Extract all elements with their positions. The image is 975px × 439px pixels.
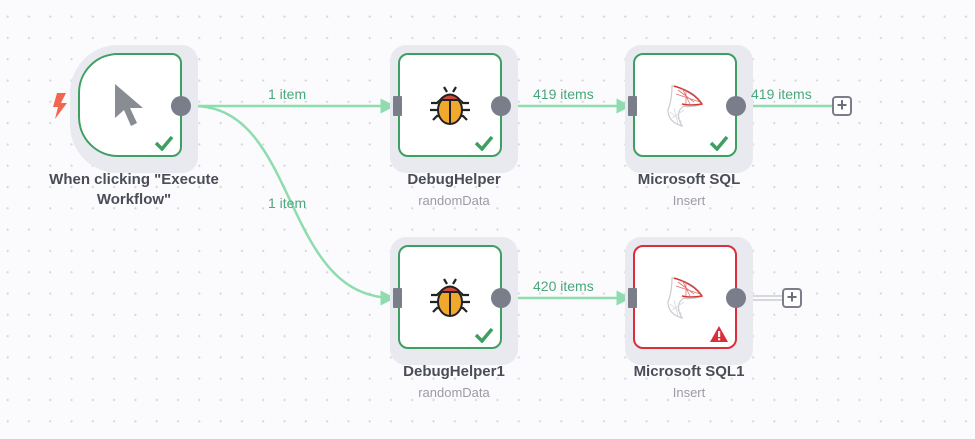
input-port[interactable] <box>393 96 402 116</box>
edge-trigger-debughelper1[interactable] <box>192 104 396 306</box>
success-check-icon <box>474 135 494 151</box>
edge-label: 420 items <box>533 278 594 294</box>
output-port[interactable] <box>171 96 191 116</box>
success-check-icon <box>474 327 494 343</box>
node-debughelper1[interactable] <box>390 237 518 365</box>
add-node-button[interactable]: + <box>832 96 852 116</box>
edge-label: 419 items <box>751 86 812 102</box>
success-check-icon <box>154 135 174 151</box>
node-label: DebugHelper1 <box>403 363 505 380</box>
node-label: Microsoft SQL1 <box>633 363 745 380</box>
node-microsoft-sql[interactable] <box>625 45 753 173</box>
edge-mssql1-add[interactable] <box>748 295 782 301</box>
node-label: DebugHelper <box>407 171 501 188</box>
input-port[interactable] <box>628 96 637 116</box>
node-sublabel: randomData <box>418 385 490 400</box>
sql-server-icon <box>667 277 704 319</box>
node-sublabel: randomData <box>418 193 490 208</box>
input-port[interactable] <box>628 288 637 308</box>
node-trigger[interactable] <box>70 45 198 173</box>
output-port[interactable] <box>726 96 746 116</box>
edge-label: 1 item <box>268 86 307 102</box>
edge-label: 1 item <box>268 195 307 211</box>
node-sublabel: Insert <box>672 385 706 400</box>
edge-label: 419 items <box>533 86 594 102</box>
node-label: Microsoft SQL <box>637 171 741 188</box>
node-label: When clicking "Execute Workflow" <box>49 171 219 208</box>
node-microsoft-sql1[interactable] <box>625 237 753 365</box>
node-debughelper[interactable] <box>390 45 518 173</box>
success-check-icon <box>709 135 729 151</box>
output-port[interactable] <box>491 96 511 116</box>
node-sublabel: Insert <box>672 193 706 208</box>
trigger-bolt-icon <box>53 93 67 119</box>
bug-icon <box>430 278 470 317</box>
cursor-icon <box>115 84 143 126</box>
bug-icon <box>430 86 470 125</box>
error-warning-icon[interactable] <box>709 325 729 343</box>
output-port[interactable] <box>726 288 746 308</box>
input-port[interactable] <box>393 288 402 308</box>
output-port[interactable] <box>491 288 511 308</box>
add-node-button[interactable]: + <box>782 288 802 308</box>
sql-server-icon <box>667 85 704 127</box>
